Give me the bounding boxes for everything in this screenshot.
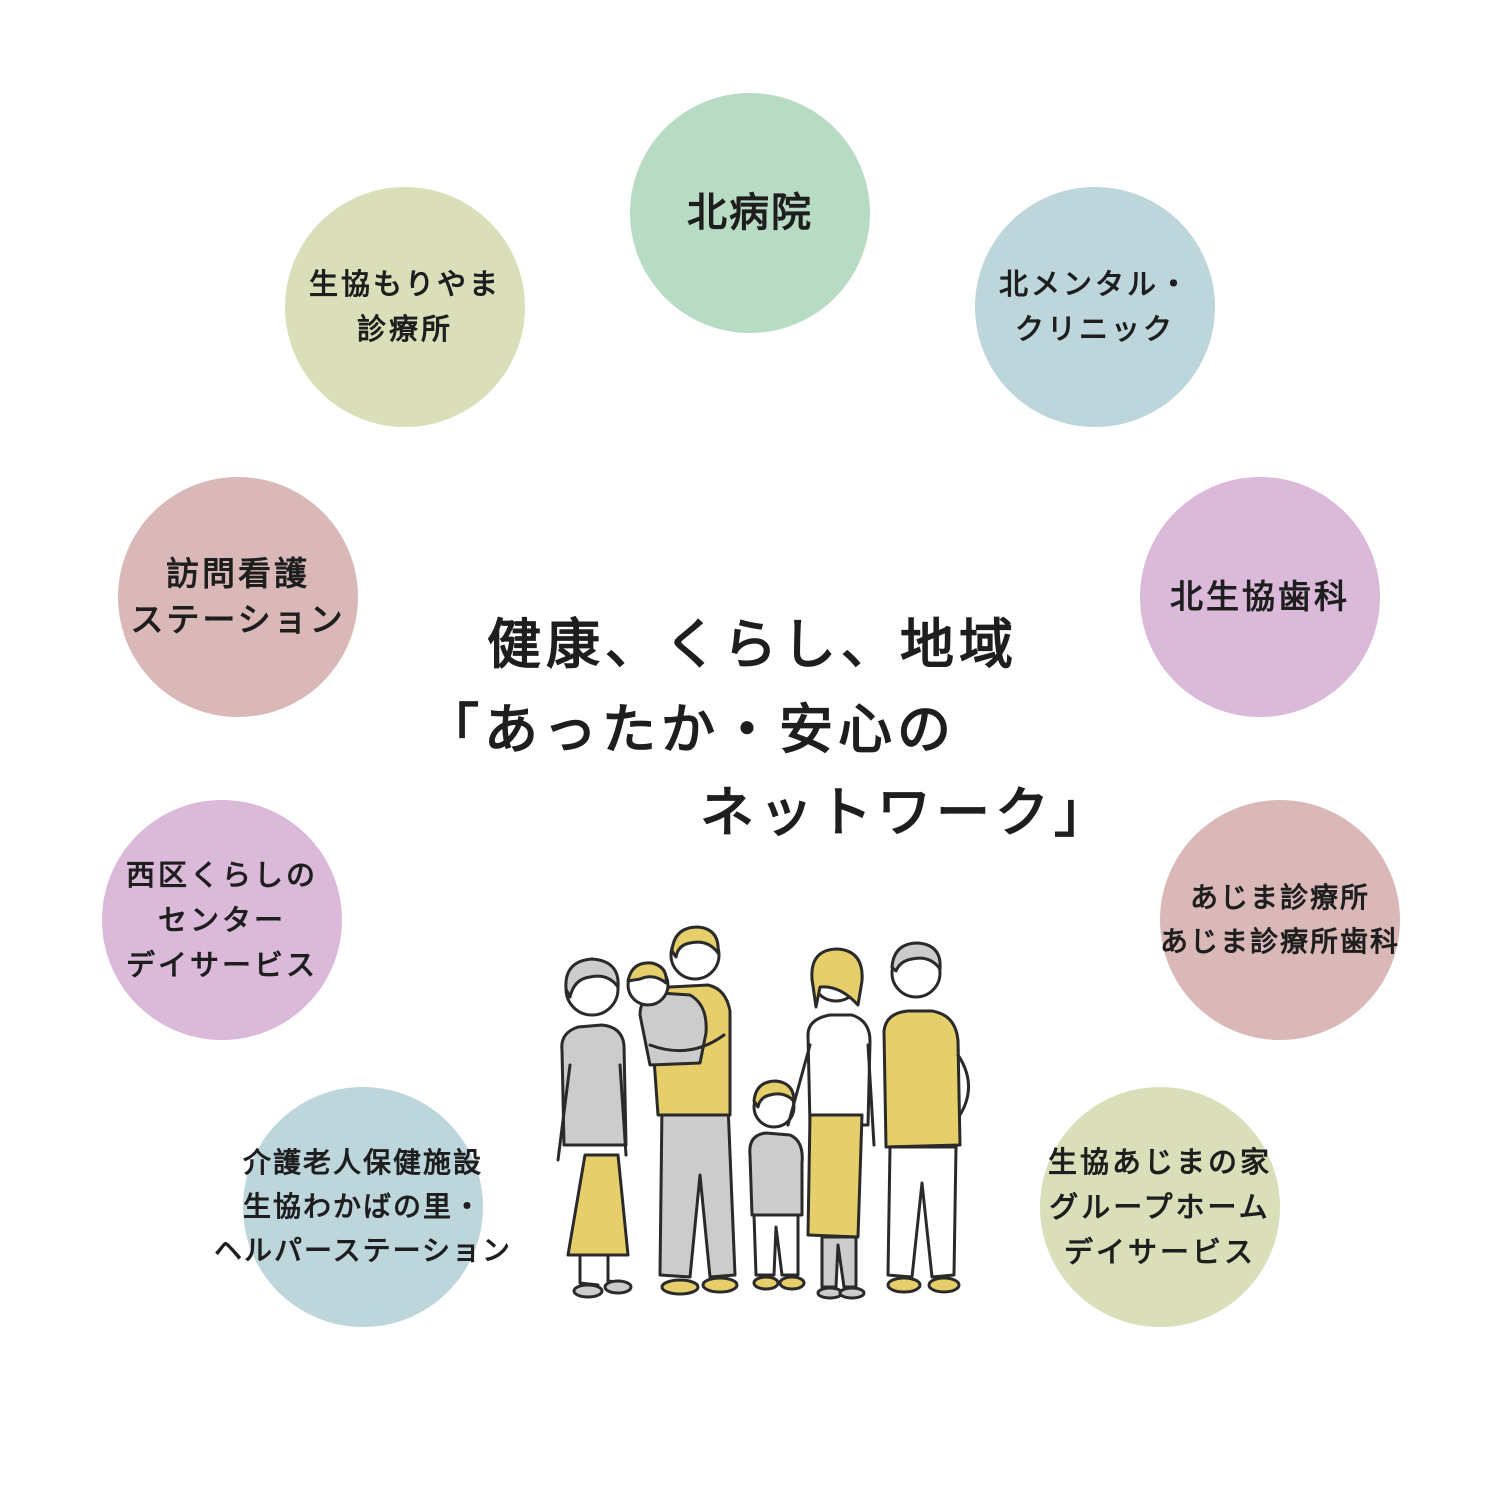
node-label: 生協もりやま (308, 267, 501, 301)
node-label: ヘルパーステーション (213, 1234, 513, 1267)
node-label: ステーション (130, 600, 346, 639)
slogan-line-2: 「あったか・安心の (425, 698, 956, 761)
node-label: 北病院 (687, 190, 813, 236)
node-ajima-clinic[interactable]: あじま診療所 あじま診療所歯科 (1160, 800, 1400, 1040)
slogan-line-1: 健康、くらし、地域 (487, 613, 1018, 676)
node-kita-dental[interactable]: 北生協歯科 (1140, 477, 1380, 717)
node-visiting-nurse[interactable]: 訪問看護 ステーション (118, 477, 358, 717)
node-label: グループホーム (1049, 1189, 1271, 1224)
node-wakaba-care[interactable]: 介護老人保健施設 生協わかばの里・ ヘルパーステーション (214, 1087, 510, 1327)
family-illustration-icon (556, 925, 970, 1300)
node-kita-mental-clinic[interactable]: 北メンタル・ クリニック (975, 187, 1215, 427)
node-moriyama-clinic[interactable]: 生協もりやま 診療所 (285, 187, 525, 427)
node-label: 介護老人保健施設 (243, 1146, 484, 1179)
slogan-line-3: ネットワーク」 (700, 781, 1113, 844)
node-label: 生協あじまの家 (1047, 1144, 1272, 1179)
node-label: 西区くらしの (125, 857, 318, 892)
grandmother-figure (556, 957, 633, 1299)
grandfather-figure (882, 941, 970, 1294)
node-kita-hospital[interactable]: 北病院 (630, 93, 870, 333)
father-figure (626, 925, 739, 1296)
node-label: あじま診療所歯科 (1160, 925, 1401, 958)
node-label: 北メンタル・ (998, 267, 1191, 301)
node-label: 診療所 (356, 312, 453, 346)
node-label: デイサービス (125, 947, 318, 982)
boy-figure (748, 1079, 806, 1291)
node-label: あじま診療所 (1189, 881, 1370, 914)
node-nishiku-center[interactable]: 西区くらしの センター デイサービス (102, 800, 342, 1040)
node-label: 訪問看護 (166, 554, 310, 593)
node-ajima-home[interactable]: 生協あじまの家 グループホーム デイサービス (1040, 1087, 1280, 1327)
node-label: クリニック (1014, 312, 1175, 346)
mother-figure (786, 947, 876, 1300)
node-label: デイサービス (1063, 1234, 1256, 1269)
node-label: 生協わかばの里・ (243, 1190, 484, 1223)
node-label: 北生協歯科 (1170, 577, 1350, 616)
node-label: センター (157, 902, 286, 937)
